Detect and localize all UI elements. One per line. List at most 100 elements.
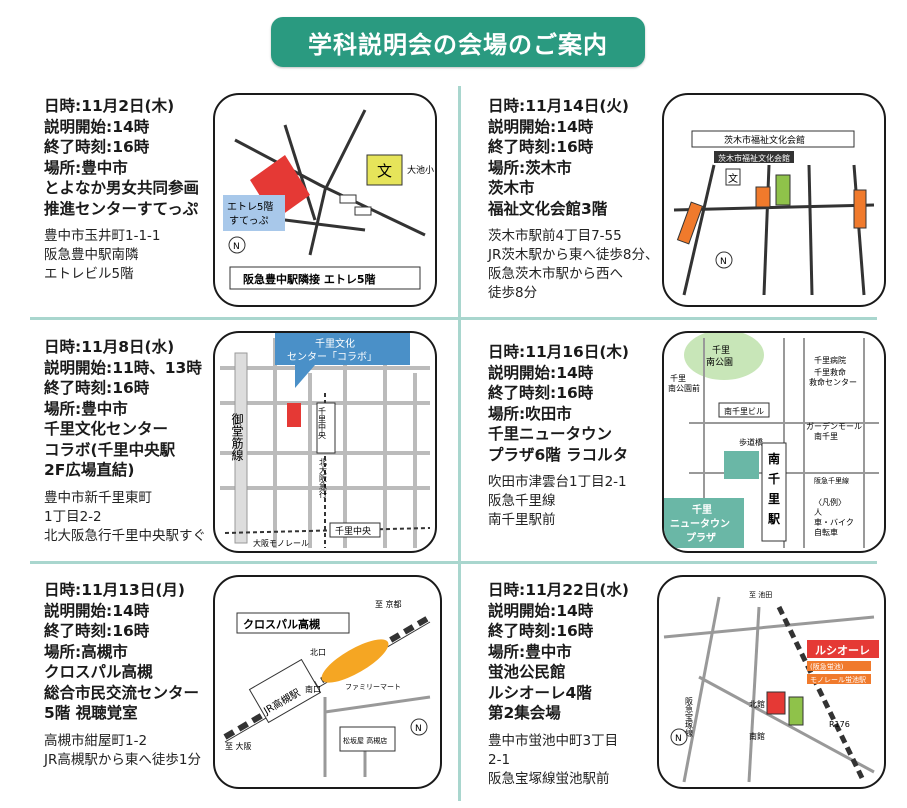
venue-name: コラボ(千里中央駅 <box>44 440 176 459</box>
map-label: すてっぷ <box>229 215 269 227</box>
map-label: R176 <box>829 720 850 729</box>
venue-end: 終了時刻:16時 <box>488 622 594 640</box>
venue-place: 場所:茨木市 <box>488 158 572 177</box>
map-label: 大阪モノレール <box>253 538 309 548</box>
venue-building-highlight <box>287 403 301 427</box>
venue-name: 千里ニュータウン <box>488 425 613 443</box>
map-label: 歩道橋 <box>739 437 763 447</box>
venue-name: 第2集会場 <box>488 704 561 722</box>
map-label: 千里 <box>670 373 686 383</box>
venue-start: 説明開始:11時、13時 <box>44 358 202 377</box>
venue-address: 豊中市新千里東町 1丁目2-2 北大阪急行千里中央駅すぐ <box>44 489 206 544</box>
map-label: N <box>415 724 422 734</box>
park-block <box>775 174 791 206</box>
venue-building-highlight <box>321 639 389 683</box>
venue-label-box <box>807 674 871 684</box>
map-label: 北口 <box>310 648 326 657</box>
map-label: 千里文化 <box>315 337 355 350</box>
map-label: センター「コラボ」 <box>287 351 377 363</box>
venue-map-4: 千里 南公園 千里 南公園前 南千里ビル 千里病院 千里救命 救命センター ガー… <box>662 331 886 553</box>
north-compass-icon <box>715 251 733 269</box>
venue-name: 5階 視聴覚室 <box>44 704 138 722</box>
station-box <box>248 658 322 724</box>
venue-address: 高槻市紺屋町1-2 JR高槻駅から東へ徒歩1分 <box>44 732 201 768</box>
venue-info: 日時:11月2日(木) 説明開始:14時 終了時刻:16時 場所:豊中市 とよな… <box>44 96 284 284</box>
venue-card-6: 日時:11月22日(水) 説明開始:14時 終了時刻:16時 場所:豊中市 蛍池… <box>488 580 907 808</box>
venue-address: 豊中市玉井町1-1-1 阪急豊中駅南隣 エトレビル5階 <box>44 228 161 282</box>
map-caption-box <box>691 130 855 148</box>
map-drawing: 千里 南公園 千里 南公園前 南千里ビル 千里病院 千里救命 救命センター ガー… <box>664 333 879 548</box>
venue-name: 福祉文化会館3階 <box>488 199 608 218</box>
venue-label-box <box>714 151 794 163</box>
north-compass-icon <box>670 728 688 746</box>
map-label: 千里 <box>692 503 712 516</box>
venue-place: 場所:豊中市 <box>488 642 572 661</box>
venue-place: 場所:豊中市 <box>44 158 128 177</box>
map-label: 南公園 <box>706 356 733 368</box>
venue-name: とよなか男女共同参画 <box>44 179 200 197</box>
north-compass-icon <box>228 236 246 254</box>
map-label: 至 池田 <box>749 590 772 599</box>
venue-date: 日時:11月13日(月) <box>44 581 186 599</box>
venue-label-box <box>664 498 744 548</box>
map-label: 里 <box>768 491 780 506</box>
map-label: 文 <box>728 172 738 185</box>
map-label: 至 大阪 <box>225 741 252 751</box>
venue-name: 総合市民交流センター <box>44 683 200 702</box>
venue-map-6: 至 池田 ルシオーレ (阪急蛍池) モノレール蛍池駅 北館 南館 阪急宝塚線 R… <box>657 575 886 789</box>
map-label: 千里中央 <box>318 406 327 440</box>
map-drawing: 至 池田 ルシオーレ (阪急蛍池) モノレール蛍池駅 北館 南館 阪急宝塚線 R… <box>663 590 879 784</box>
park-block <box>788 696 804 726</box>
venue-start: 説明開始:14時 <box>44 601 150 620</box>
row-divider-2 <box>30 561 877 564</box>
venue-card-3: 日時:11月8日(水) 説明開始:11時、13時 終了時刻:16時 場所:豊中市… <box>44 337 474 565</box>
map-label: 南 <box>768 451 780 466</box>
venue-label-box <box>236 612 350 634</box>
venue-pointer <box>295 365 315 388</box>
venue-map-5: クロスパル高槻 至 京都 JR高槻駅 北口 南口 ファミリーマート 松坂屋 高槻… <box>213 575 442 789</box>
map-label: 駅 <box>767 512 781 526</box>
map-label: 南公園前 <box>668 383 700 393</box>
venue-card-4: 日時:11月16日(木) 説明開始:14時 終了時刻:16時 場所:吹田市 千里… <box>488 342 907 570</box>
station-block <box>853 189 867 229</box>
venue-building-highlight <box>724 451 759 479</box>
building-block <box>339 726 396 752</box>
school-block <box>366 154 403 186</box>
page-title: 学科説明会の会場のご案内 <box>271 17 645 67</box>
venue-name: プラザ6階 ラコルタ <box>488 445 629 464</box>
venue-name: 千里文化センター <box>44 420 169 438</box>
venue-end: 終了時刻:16時 <box>44 622 150 640</box>
map-drawing: クロスパル高槻 至 京都 JR高槻駅 北口 南口 ファミリーマート 松坂屋 高槻… <box>223 599 432 777</box>
north-compass-icon <box>410 718 428 736</box>
venue-map-1: 文 大池小 エトレ5階 すてっぷ N 阪急豊中駅隣接 エトレ5階 <box>213 93 437 307</box>
map-label: N <box>675 734 682 744</box>
map-caption: 阪急豊中駅隣接 エトレ5階 <box>243 272 375 286</box>
map-label: 千里中央 <box>335 525 371 537</box>
map-label: N <box>720 257 727 267</box>
step-label-box <box>223 195 285 231</box>
map-label: モノレール蛍池駅 <box>810 675 866 684</box>
map-label: 阪急千里線 <box>814 476 849 485</box>
school-block <box>725 168 741 186</box>
park-block <box>684 333 764 380</box>
monorail-line <box>224 527 431 534</box>
map-caption-box <box>229 266 421 290</box>
map-label: 南千里ビル <box>724 406 764 416</box>
venue-name: 蛍池公民館 <box>488 663 566 681</box>
map-drawing: 文 大池小 エトレ5階 すてっぷ N 阪急豊中駅隣接 エトレ5階 <box>223 109 434 290</box>
map-label: 北館 <box>749 699 765 709</box>
venue-place: 場所:高槻市 <box>44 642 128 661</box>
venue-info: 日時:11月16日(木) 説明開始:14時 終了時刻:16時 場所:吹田市 千里… <box>488 342 728 530</box>
venue-start: 説明開始:14時 <box>488 363 594 382</box>
venue-building-highlight <box>766 691 786 715</box>
venue-address: 豊中市蛍池中町3丁目 2-1 阪急宝塚線蛍池駅前 <box>488 732 619 787</box>
venue-card-5: 日時:11月13日(月) 説明開始:14時 終了時刻:16時 場所:高槻市 クロ… <box>44 580 474 808</box>
station-block <box>676 201 704 245</box>
station-box <box>329 522 381 538</box>
map-label: 自転車 <box>814 527 838 537</box>
venue-info: 日時:11月8日(水) 説明開始:11時、13時 終了時刻:16時 場所:豊中市… <box>44 337 284 546</box>
map-label: ガーデンモール <box>806 421 862 431</box>
map-label: ニュータウン <box>670 518 730 530</box>
venue-start: 説明開始:14時 <box>488 601 594 620</box>
map-label: 救命センター <box>809 377 857 387</box>
